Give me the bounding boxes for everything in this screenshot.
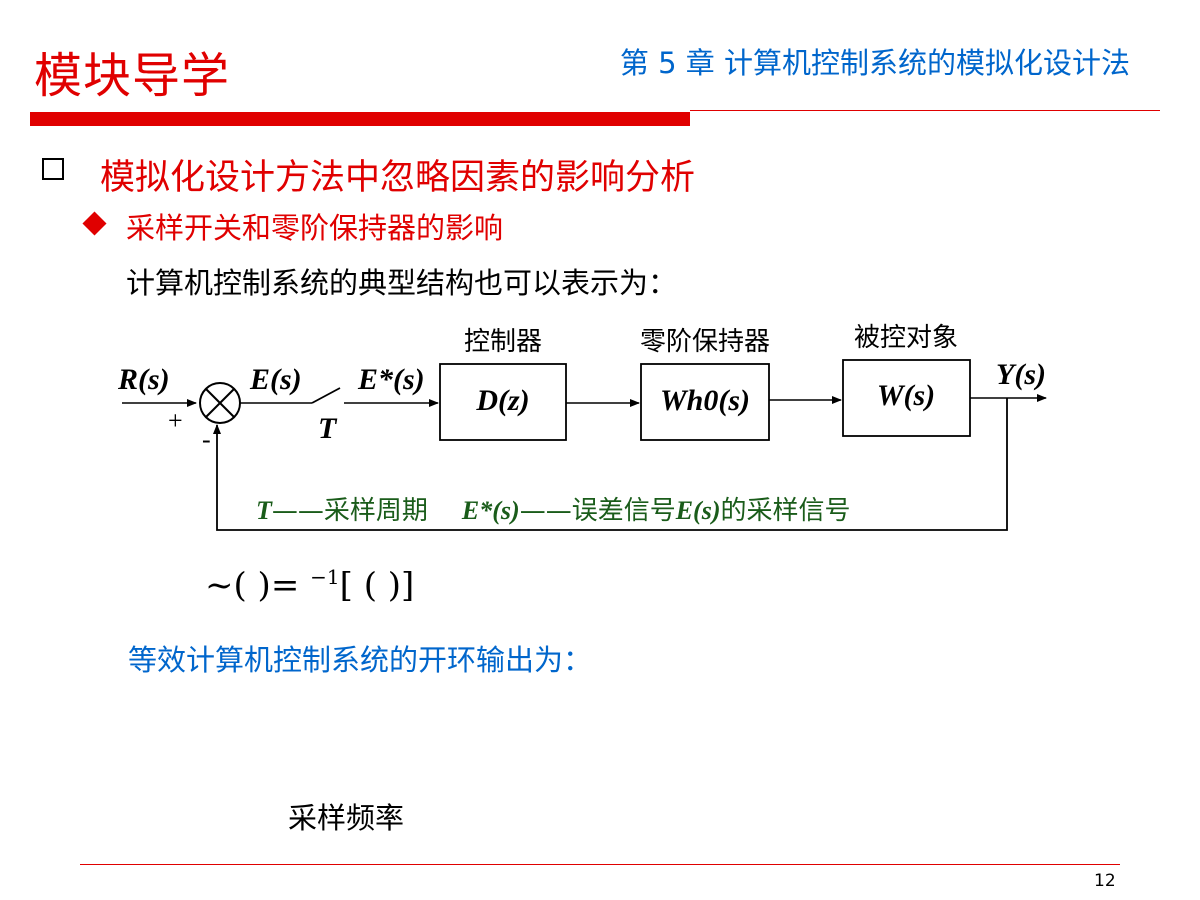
note-e-suffix: 的采样信号 <box>720 496 850 526</box>
footer-rule <box>80 864 1120 865</box>
header-rule-thin <box>690 110 1160 111</box>
plant-symbol: W(s) <box>877 379 935 412</box>
controller-symbol: D(z) <box>475 384 529 417</box>
plant-caption: 被控对象 <box>854 323 958 353</box>
formula-exponent: −1 <box>310 565 340 589</box>
note-t-symbol: T <box>256 496 273 525</box>
controller-block <box>439 363 567 441</box>
feedback-note: T——采样周期 E*(s)——误差信号E(s)的采样信号 <box>256 496 851 526</box>
controller-caption: 控制器 <box>464 327 542 357</box>
input-label: R(s) <box>117 363 170 396</box>
sampling-frequency-text: 采样频率 <box>288 801 405 835</box>
section-subtitle: 采样开关和零阶保持器的影响 <box>126 211 504 245</box>
sampling-period-label: T <box>318 412 338 445</box>
minus-sign: - <box>202 425 211 454</box>
output-label: Y(s) <box>996 358 1046 391</box>
intro-text: 计算机控制系统的典型结构也可以表示为： <box>126 266 678 300</box>
note-e-signal: E(s) <box>675 496 721 525</box>
header-title: 模块导学 <box>34 48 231 104</box>
formula: ~( )= −1[ ( )] <box>205 565 414 605</box>
feedback-path <box>213 398 1008 531</box>
error-label: E(s) <box>249 363 302 396</box>
sampler-switch-icon <box>311 387 341 404</box>
header-rule-thick <box>30 112 690 126</box>
chapter-title: 第 5 章 计算机控制系统的模拟化设计法 <box>619 46 1130 80</box>
open-loop-text: 等效计算机控制系统的开环输出为： <box>128 643 593 677</box>
note-e-symbol: E*(s) <box>461 496 520 525</box>
section-square-icon <box>42 158 64 180</box>
plus-sign: + <box>168 406 183 435</box>
formula-rhs: [ ( )] <box>339 565 415 606</box>
zoh-symbol: Wh0(s) <box>660 384 750 417</box>
plant-block <box>842 359 971 437</box>
section-title: 模拟化设计方法中忽略因素的影响分析 <box>100 158 696 198</box>
block-diagram: 控制器 零阶保持器 被控对象 R(s) + - E(s) T E*(s) D(z… <box>117 323 1047 531</box>
page-number: 12 <box>1094 871 1116 891</box>
zoh-block <box>640 363 770 441</box>
note-e-desc: ——误差信号 <box>520 496 676 526</box>
zoh-caption: 零阶保持器 <box>640 327 770 357</box>
note-t-desc: ——采样周期 <box>272 496 428 526</box>
sampled-label: E*(s) <box>357 363 425 396</box>
summing-junction-icon <box>199 382 241 424</box>
diamond-bullet-icon <box>82 211 107 236</box>
formula-lhs: ~( )= <box>205 565 300 606</box>
